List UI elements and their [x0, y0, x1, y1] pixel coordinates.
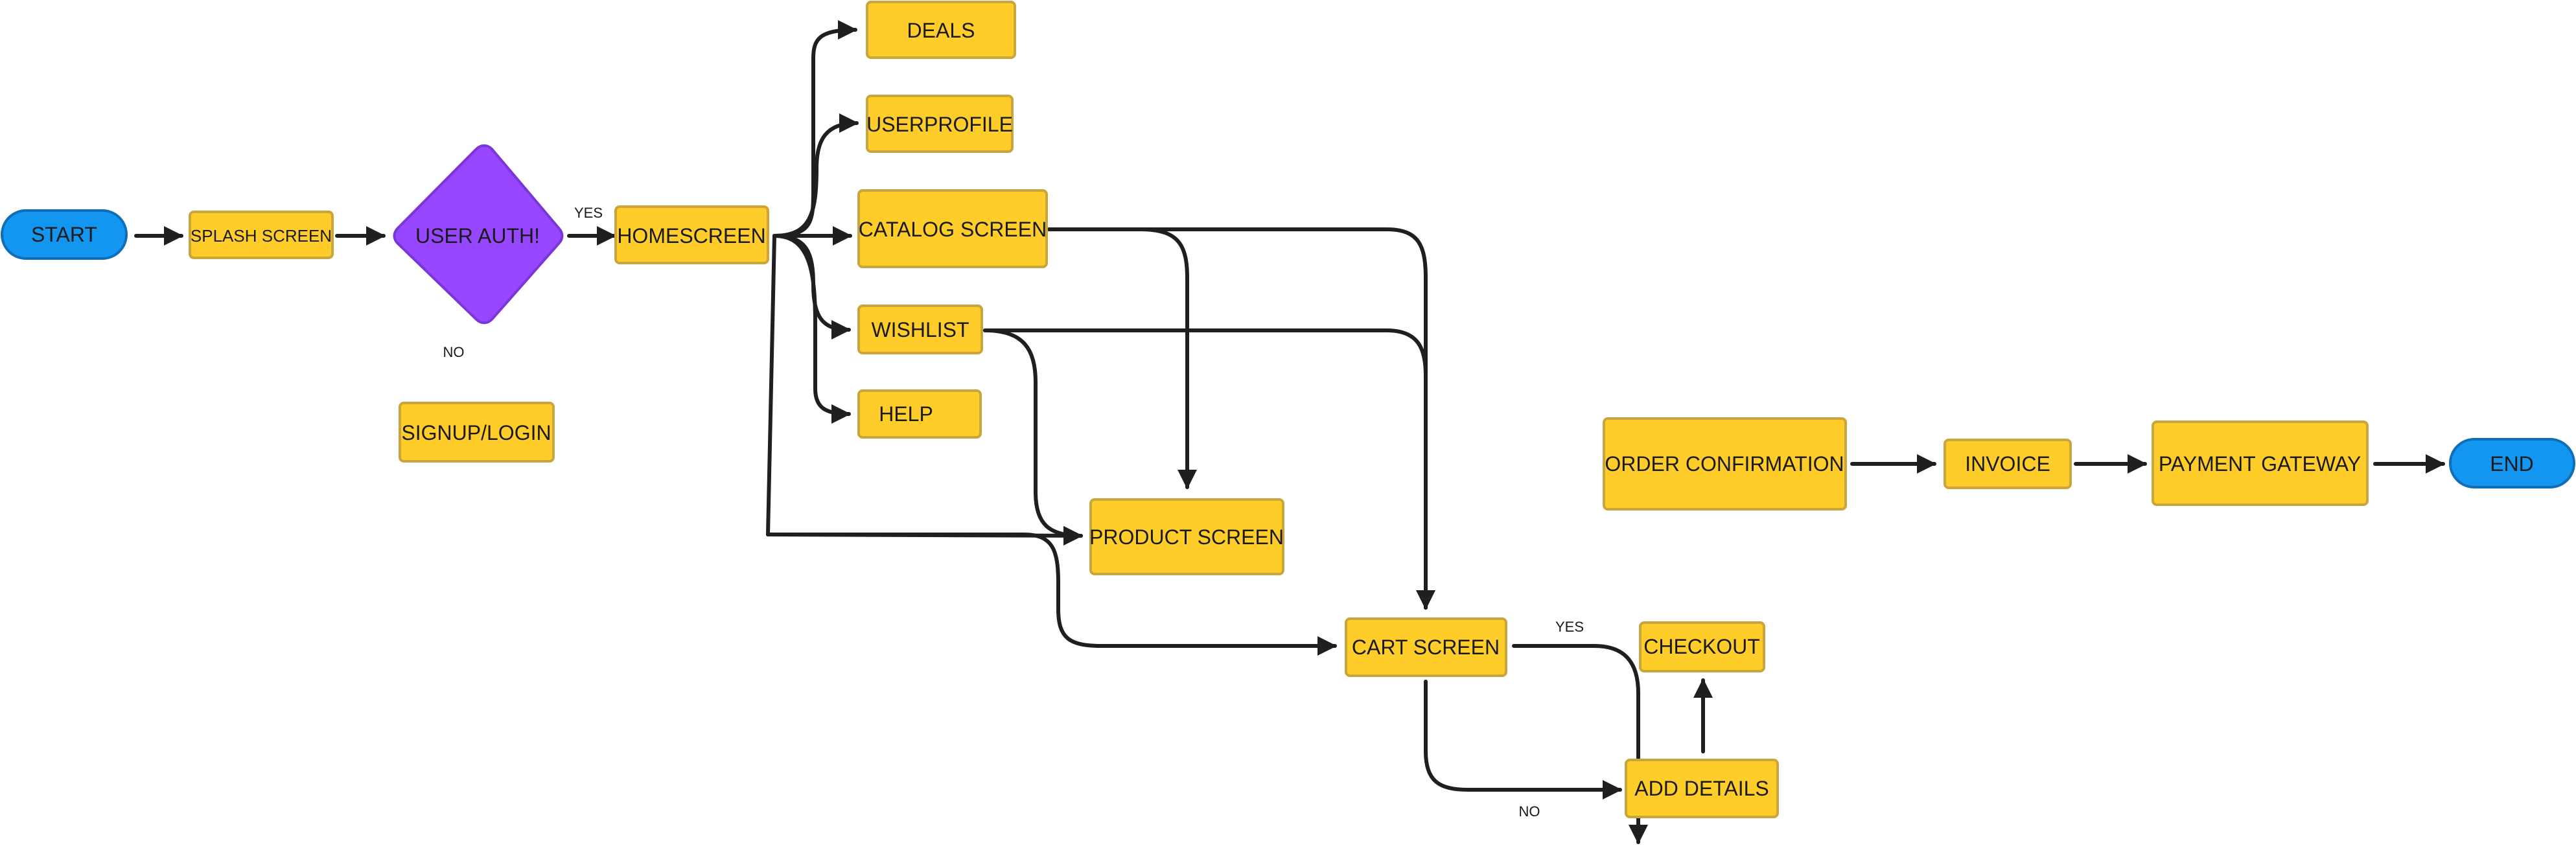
- node-userprofile-label: USERPROFILE: [866, 113, 1013, 136]
- node-user-auth-label: USER AUTH!: [415, 224, 540, 247]
- edge-label-auth-yes: YES: [574, 205, 603, 221]
- edge-cart-to-add-details: [1424, 680, 1622, 799]
- node-product-screen[interactable]: PRODUCT SCREEN: [1089, 498, 1284, 575]
- edge-wishlist-to-cart: [983, 328, 1435, 610]
- node-add-details[interactable]: ADD DETAILS: [1625, 759, 1779, 818]
- node-homescreen[interactable]: HOMESCREEN: [614, 205, 769, 264]
- edge-label-cart-no: NO: [1519, 803, 1540, 820]
- node-order-confirmation-label: ORDER CONFIRMATION: [1605, 452, 1844, 476]
- node-wishlist[interactable]: WISHLIST: [857, 304, 983, 354]
- node-catalog-screen[interactable]: CATALOG SCREEN: [857, 189, 1048, 268]
- node-help[interactable]: HELP: [857, 389, 982, 439]
- node-start-label: START: [31, 223, 97, 246]
- node-end-label: END: [2490, 452, 2534, 476]
- node-payment-gateway[interactable]: PAYMENT GATEWAY: [2152, 420, 2369, 506]
- node-end[interactable]: END: [2449, 438, 2575, 488]
- node-payment-gateway-label: PAYMENT GATEWAY: [2159, 452, 2361, 476]
- node-wishlist-label: WISHLIST: [871, 318, 969, 341]
- node-checkout[interactable]: CHECKOUT: [1639, 621, 1765, 672]
- node-checkout-label: CHECKOUT: [1643, 635, 1760, 658]
- edge-label-auth-no: NO: [443, 344, 465, 360]
- node-signup-login[interactable]: SIGNUP/LOGIN: [399, 402, 555, 463]
- node-splash-screen-label: SPLASH SCREEN: [191, 226, 332, 246]
- node-order-confirmation[interactable]: ORDER CONFIRMATION: [1603, 417, 1847, 511]
- node-cart-screen[interactable]: CART SCREEN: [1345, 617, 1507, 677]
- edge-catalog-to-cart: [1139, 227, 1435, 610]
- node-signup-login-label: SIGNUP/LOGIN: [401, 421, 551, 444]
- node-deals-label: DEALS: [907, 19, 975, 42]
- edge-catalog-to-product: [1046, 227, 1197, 489]
- node-deals[interactable]: DEALS: [866, 1, 1016, 59]
- edge-wishlist-to-product: [983, 328, 1083, 546]
- node-help-label: HELP: [879, 402, 933, 426]
- node-invoice-label: INVOICE: [1965, 452, 2050, 476]
- node-user-auth[interactable]: USER AUTH!: [393, 144, 564, 325]
- node-add-details-label: ADD DETAILS: [1634, 777, 1769, 800]
- nodes: START SPLASH SCREEN USER AUTH! SIGNUP/LO…: [1, 1, 2575, 818]
- node-cart-screen-label: CART SCREEN: [1352, 636, 1500, 659]
- edge-labels: YES NO YES NO: [443, 205, 1584, 820]
- node-product-screen-label: PRODUCT SCREEN: [1089, 525, 1284, 549]
- edge-cart-to-down: [1512, 644, 1648, 844]
- node-invoice[interactable]: INVOICE: [1944, 439, 2072, 489]
- node-catalog-screen-label: CATALOG SCREEN: [859, 218, 1047, 241]
- node-splash-screen[interactable]: SPLASH SCREEN: [189, 211, 334, 259]
- edges: [134, 20, 2445, 844]
- edge-label-cart-yes: YES: [1555, 619, 1584, 635]
- edge-home-to-cart: [766, 533, 1337, 656]
- edge-home-to-help: [772, 234, 851, 424]
- node-userprofile[interactable]: USERPROFILE: [866, 95, 1014, 153]
- node-start[interactable]: START: [1, 209, 128, 260]
- node-homescreen-label: HOMESCREEN: [617, 224, 765, 247]
- edge-home-to-userprofile: [772, 113, 859, 238]
